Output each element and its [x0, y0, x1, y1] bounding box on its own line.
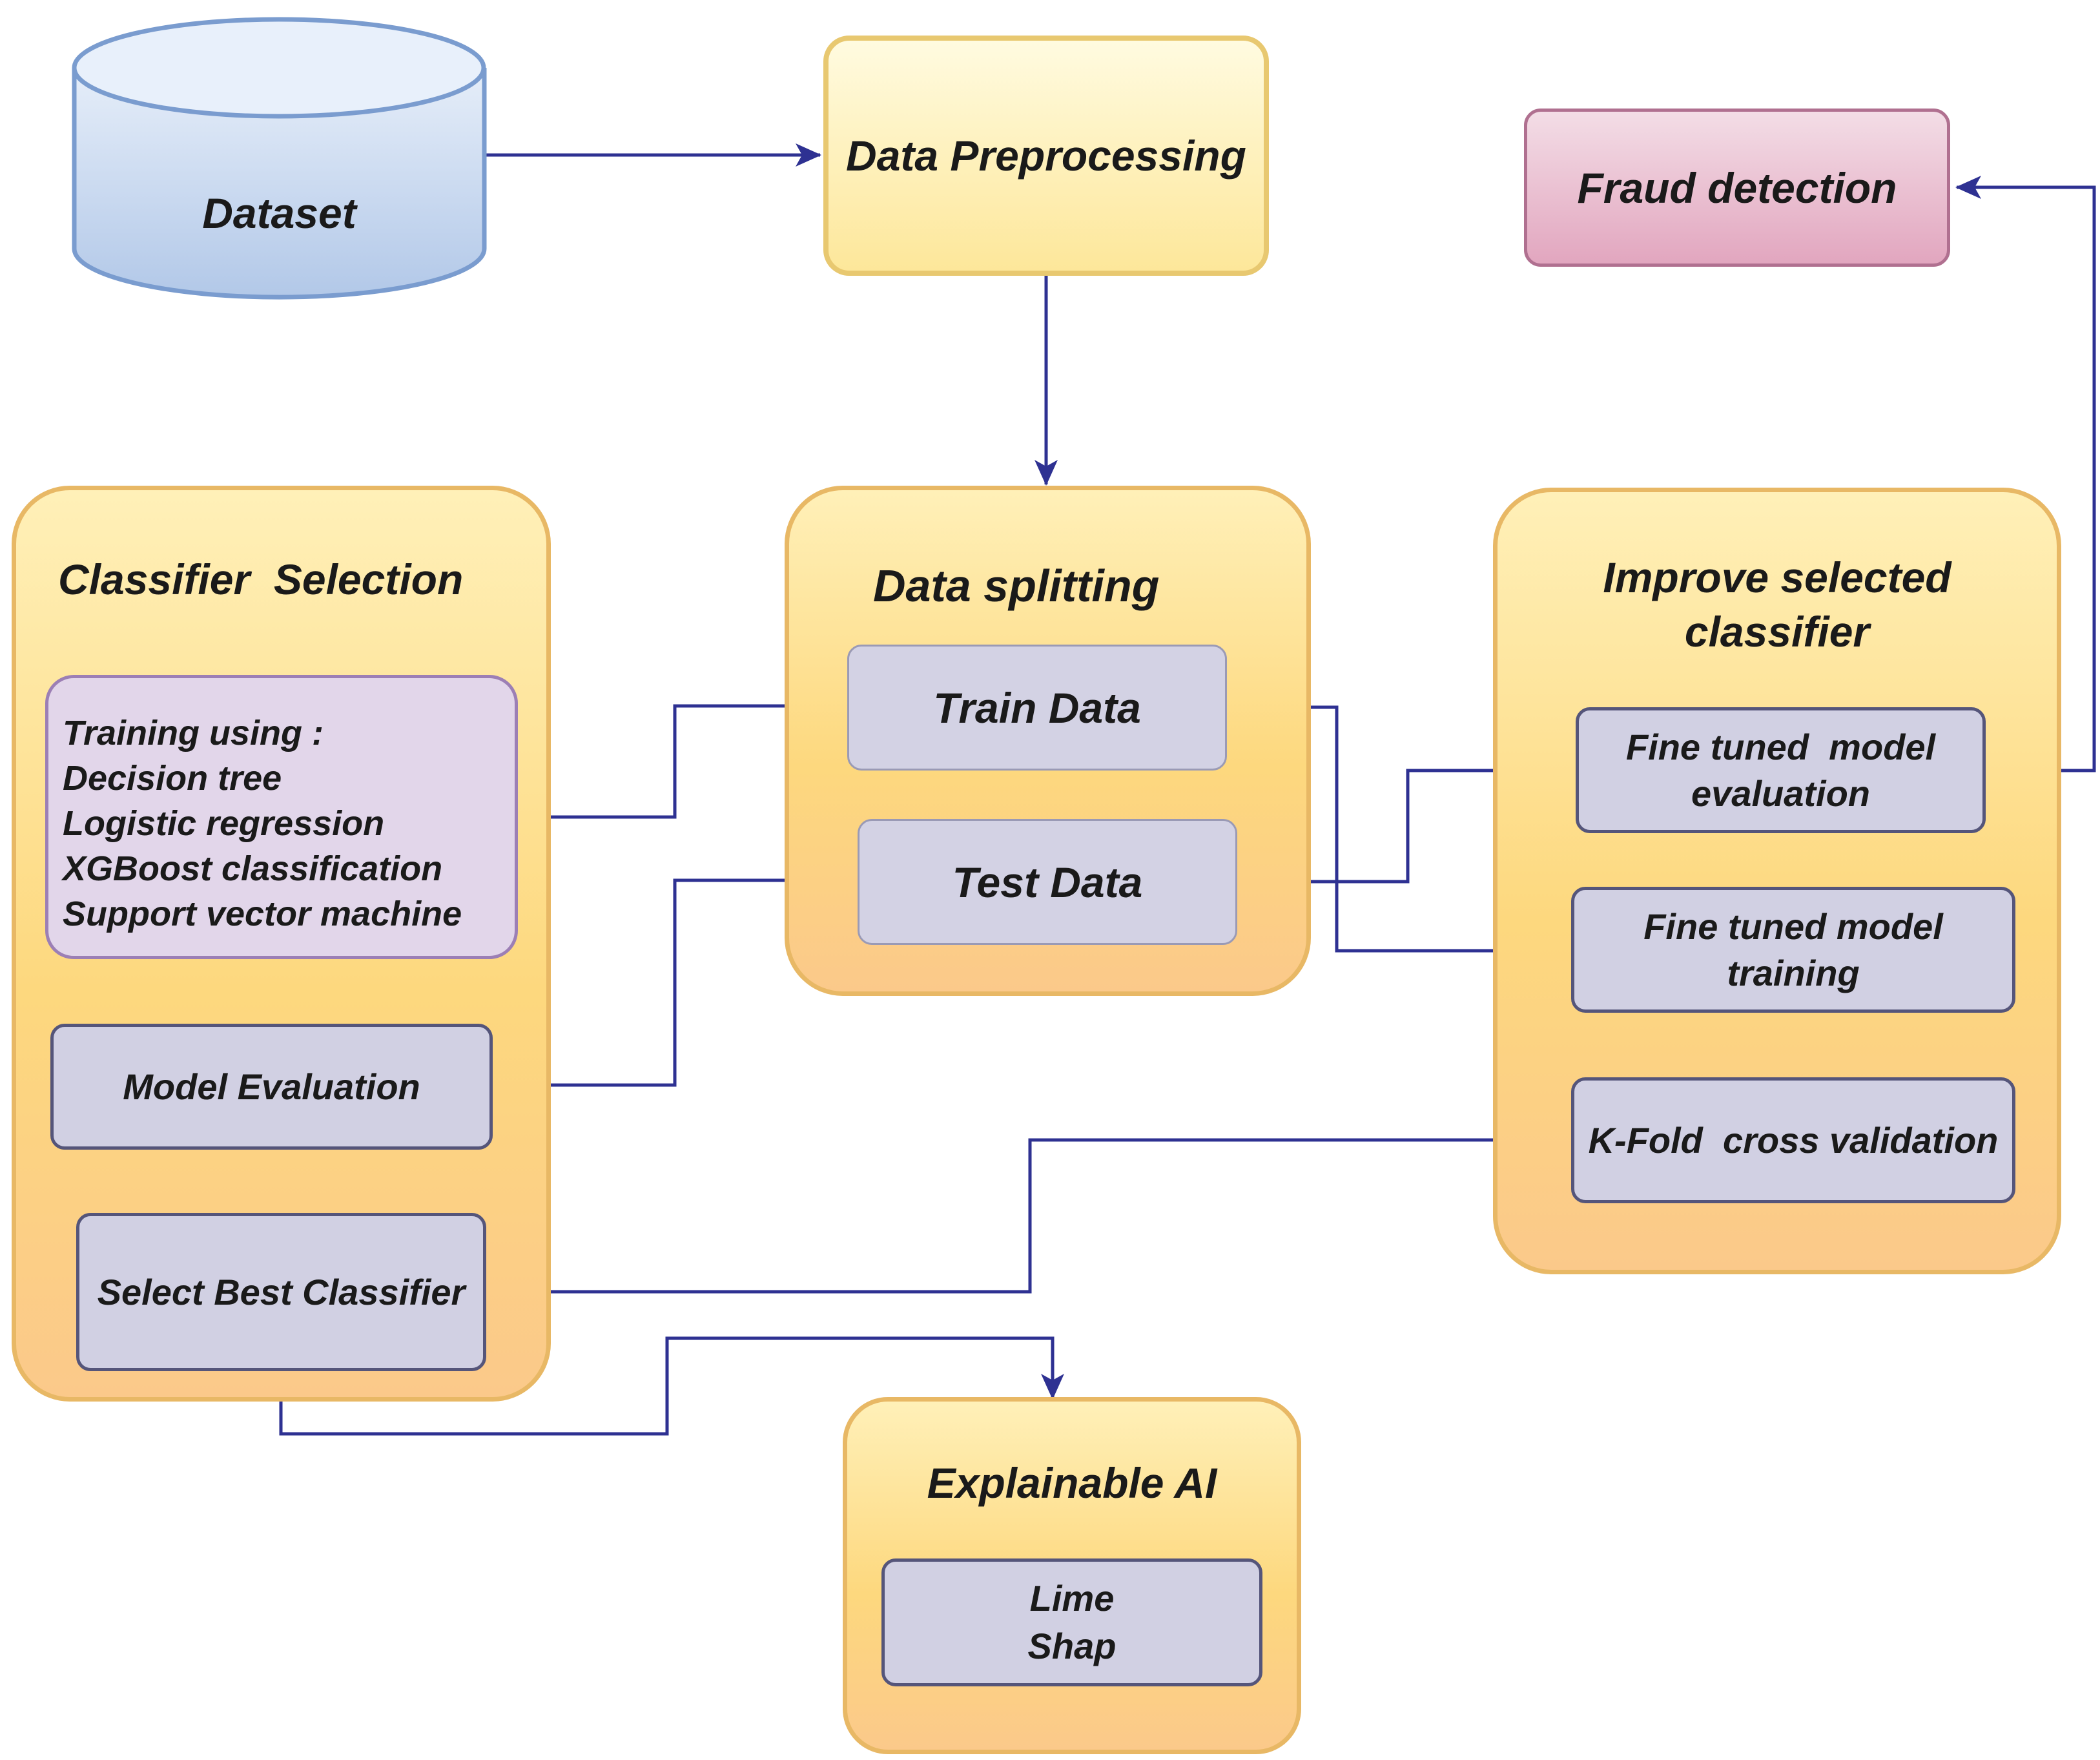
- fine-tuned-evaluation-box: Fine tuned model evaluation: [1576, 707, 1986, 833]
- database-cylinder-icon: [72, 17, 487, 300]
- train-data-box: Train Data: [847, 645, 1227, 771]
- explainable-ai-title: Explainable AI: [927, 1459, 1217, 1507]
- select-best-classifier-label: Select Best Classifier: [97, 1272, 466, 1312]
- select-best-classifier-box: Select Best Classifier: [76, 1213, 486, 1371]
- fine-tuned-training-box: Fine tuned model training: [1571, 887, 2015, 1013]
- fraud-detection-box: Fraud detection: [1524, 109, 1950, 267]
- training-line: Training using :: [63, 714, 324, 752]
- training-methods-box: Training using : Decision tree Logistic …: [45, 675, 518, 959]
- train-data-label: Train Data: [933, 683, 1141, 732]
- model-evaluation-label: Model Evaluation: [123, 1066, 420, 1107]
- shap-label: Shap: [1027, 1626, 1117, 1666]
- classifier-selection-title: Classifier Selection: [58, 555, 464, 603]
- fine-tuned-training-line: training: [1727, 952, 1860, 993]
- training-line: XGBoost classification: [63, 849, 443, 888]
- lime-label: Lime: [1029, 1578, 1115, 1619]
- test-data-label: Test Data: [952, 858, 1143, 906]
- training-line: Support vector machine: [63, 895, 462, 933]
- fine-tuned-training-line: Fine tuned model: [1643, 906, 1943, 947]
- kfold-cross-validation-box: K-Fold cross validation: [1571, 1077, 2015, 1203]
- improve-title-line: Improve selected: [1603, 554, 1951, 601]
- arrow-select-best-to-kfold: [486, 1128, 1575, 1294]
- dataset-label: Dataset: [202, 189, 356, 237]
- arrow-test-to-model-evaluation: [493, 878, 859, 1097]
- data-splitting-title: Data splitting: [873, 561, 1160, 611]
- data-preprocessing-label: Data Preprocessing: [846, 132, 1246, 180]
- dataset-node: Dataset: [71, 16, 488, 300]
- arrow-select-best-to-explainable: [279, 1336, 1064, 1436]
- fraud-detection-label: Fraud detection: [1577, 163, 1897, 212]
- model-evaluation-box: Model Evaluation: [50, 1024, 493, 1150]
- data-preprocessing-box: Data Preprocessing: [823, 36, 1269, 276]
- fine-tuned-evaluation-line: Fine tuned model: [1625, 726, 1936, 767]
- arrow-train-to-training: [519, 704, 849, 829]
- training-line: Logistic regression: [63, 804, 385, 843]
- lime-shap-box: Lime Shap: [881, 1558, 1262, 1686]
- improve-classifier-title: Improve selected classifier: [1498, 550, 2057, 659]
- kfold-label: K-Fold cross validation: [1588, 1120, 1999, 1161]
- training-line: Decision tree: [63, 759, 282, 798]
- test-data-box: Test Data: [858, 819, 1237, 945]
- fine-tuned-evaluation-line: evaluation: [1691, 772, 1870, 814]
- improve-title-line: classifier: [1684, 608, 1870, 656]
